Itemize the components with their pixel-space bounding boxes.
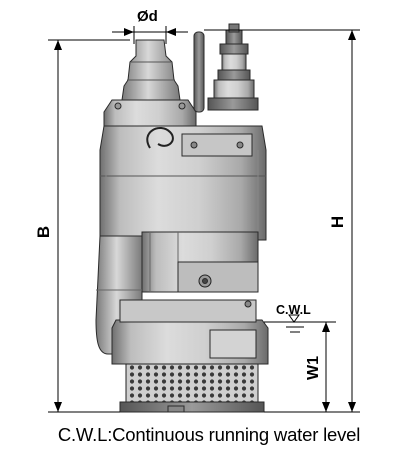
dim-h-label: H bbox=[328, 216, 347, 228]
dim-b-label: B bbox=[34, 226, 53, 238]
strainer bbox=[125, 363, 259, 403]
cwl-label: C.W.L bbox=[276, 303, 311, 317]
base-plate bbox=[119, 401, 265, 413]
pump-illustration bbox=[95, 23, 269, 413]
dimension-lines bbox=[48, 26, 360, 413]
discharge-nozzle bbox=[121, 39, 181, 101]
vent-rod bbox=[193, 31, 205, 113]
dim-w1-label: W1 bbox=[305, 356, 322, 380]
caption: C.W.L:Continuous running water level bbox=[57, 424, 361, 445]
diameter-label: Ød bbox=[137, 8, 158, 25]
